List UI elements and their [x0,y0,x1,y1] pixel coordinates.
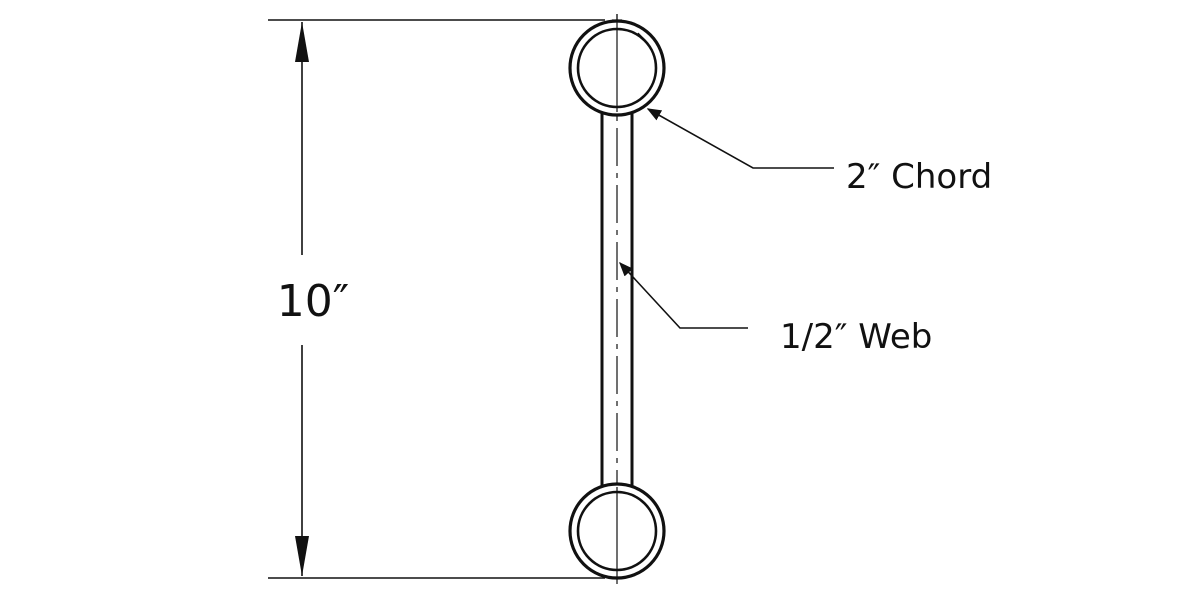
web-leader [619,261,748,329]
height-dimension-line [295,22,309,576]
dimension-arrow-down [295,536,309,576]
top-chord-nub [637,32,645,40]
height-dimension-label: 10″ [277,276,349,327]
centerline-end-ticks [612,19,645,579]
dimension-extension-lines [268,19,605,579]
chord-leader-line [646,108,834,169]
dimension-arrow-up [295,22,309,62]
web-leader-line [619,261,748,329]
chord-leader [646,108,834,169]
chord-callout-label: 2″ Chord [846,157,992,197]
web-callout-label: 1/2″ Web [780,317,932,357]
web-member [600,112,634,487]
